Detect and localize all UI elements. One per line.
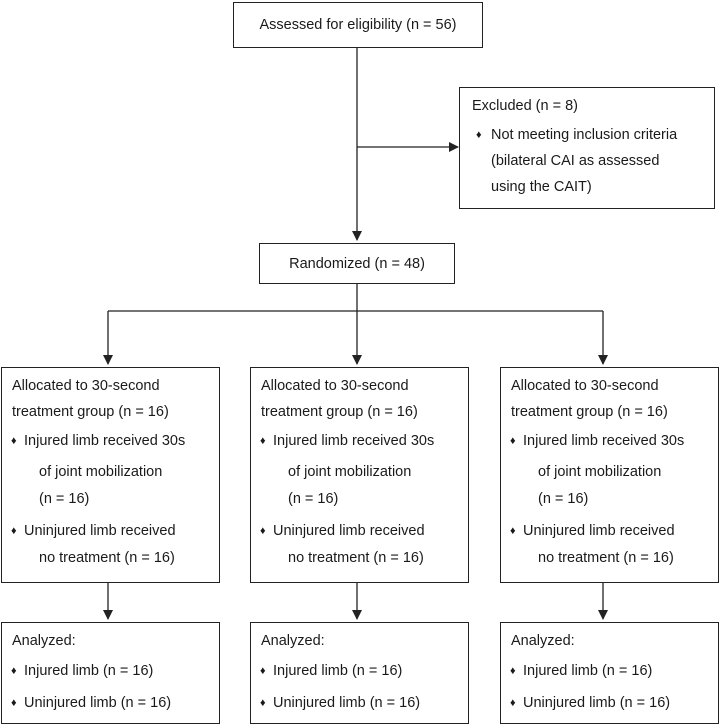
analysis-box-1: Analyzed: ♦ Injured limb (n = 16) ♦ Unin…: [1, 622, 220, 724]
injured-limb-line-1: Injured limb received 30s: [24, 433, 186, 449]
injured-limb-line-2: of joint mobilization: [288, 464, 412, 480]
excluded-reason-line-3: using the CAIT): [491, 179, 592, 195]
allocation-box-2: Allocated to 30-second treatment group (…: [250, 367, 469, 583]
allocation-title-line-1: Allocated to 30-second: [261, 378, 409, 394]
bullet-diamond-icon: ♦: [476, 129, 482, 141]
analysis-injured: Injured limb (n = 16): [273, 663, 403, 679]
bullet-diamond-icon: ♦: [11, 665, 17, 677]
bullet-diamond-icon: ♦: [11, 525, 17, 537]
bullet-diamond-icon: ♦: [510, 525, 516, 537]
uninjured-limb-line-1: Uninjured limb received: [273, 523, 425, 539]
bullet-diamond-icon: ♦: [260, 697, 266, 709]
analysis-box-3: Analyzed: ♦ Injured limb (n = 16) ♦ Unin…: [500, 622, 719, 724]
bullet-diamond-icon: ♦: [260, 665, 266, 677]
bullet-diamond-icon: ♦: [510, 435, 516, 447]
uninjured-limb-line-2: no treatment (n = 16): [288, 550, 424, 566]
excluded-reason-line-1: Not meeting inclusion criteria: [491, 127, 678, 143]
excluded-reason-line-2: (bilateral CAI as assessed: [491, 153, 660, 169]
bullet-diamond-icon: ♦: [510, 697, 516, 709]
allocation-title-line-2: treatment group (n = 16): [261, 404, 418, 420]
injured-limb-line-3: (n = 16): [538, 491, 589, 507]
allocation-title-line-1: Allocated to 30-second: [511, 378, 659, 394]
uninjured-limb-line-2: no treatment (n = 16): [39, 550, 175, 566]
analysis-title: Analyzed:: [261, 633, 325, 649]
excluded-title: Excluded (n = 8): [472, 98, 578, 114]
analysis-uninjured: Uninjured limb (n = 16): [273, 695, 421, 711]
injured-limb-line-3: (n = 16): [288, 491, 339, 507]
injured-limb-line-2: of joint mobilization: [39, 464, 163, 480]
allocation-box-1: Allocated to 30-second treatment group (…: [1, 367, 220, 583]
randomized-label: Randomized (n = 48): [289, 256, 425, 272]
analysis-title: Analyzed:: [511, 633, 575, 649]
bullet-diamond-icon: ♦: [260, 525, 266, 537]
assessed-box: Assessed for eligibility (n = 56): [233, 2, 483, 48]
analysis-box-2: Analyzed: ♦ Injured limb (n = 16) ♦ Unin…: [250, 622, 469, 724]
bullet-diamond-icon: ♦: [11, 697, 17, 709]
uninjured-limb-line-1: Uninjured limb received: [24, 523, 176, 539]
injured-limb-line-1: Injured limb received 30s: [523, 433, 685, 449]
excluded-box: Excluded (n = 8) ♦ Not meeting inclusion…: [459, 87, 715, 209]
bullet-diamond-icon: ♦: [510, 665, 516, 677]
randomized-box: Randomized (n = 48): [259, 243, 455, 284]
uninjured-limb-line-1: Uninjured limb received: [523, 523, 675, 539]
uninjured-limb-line-2: no treatment (n = 16): [538, 550, 674, 566]
bullet-diamond-icon: ♦: [11, 435, 17, 447]
analysis-uninjured: Uninjured limb (n = 16): [24, 695, 172, 711]
bullet-diamond-icon: ♦: [260, 435, 266, 447]
analysis-injured: Injured limb (n = 16): [24, 663, 154, 679]
allocation-title-line-1: Allocated to 30-second: [12, 378, 160, 394]
assessed-label: Assessed for eligibility (n = 56): [259, 17, 457, 33]
allocation-title-line-2: treatment group (n = 16): [12, 404, 169, 420]
allocation-title-line-2: treatment group (n = 16): [511, 404, 668, 420]
analysis-injured: Injured limb (n = 16): [523, 663, 653, 679]
injured-limb-line-2: of joint mobilization: [538, 464, 662, 480]
analysis-title: Analyzed:: [12, 633, 76, 649]
allocation-box-3: Allocated to 30-second treatment group (…: [500, 367, 719, 583]
injured-limb-line-1: Injured limb received 30s: [273, 433, 435, 449]
injured-limb-line-3: (n = 16): [39, 491, 90, 507]
analysis-uninjured: Uninjured limb (n = 16): [523, 695, 671, 711]
